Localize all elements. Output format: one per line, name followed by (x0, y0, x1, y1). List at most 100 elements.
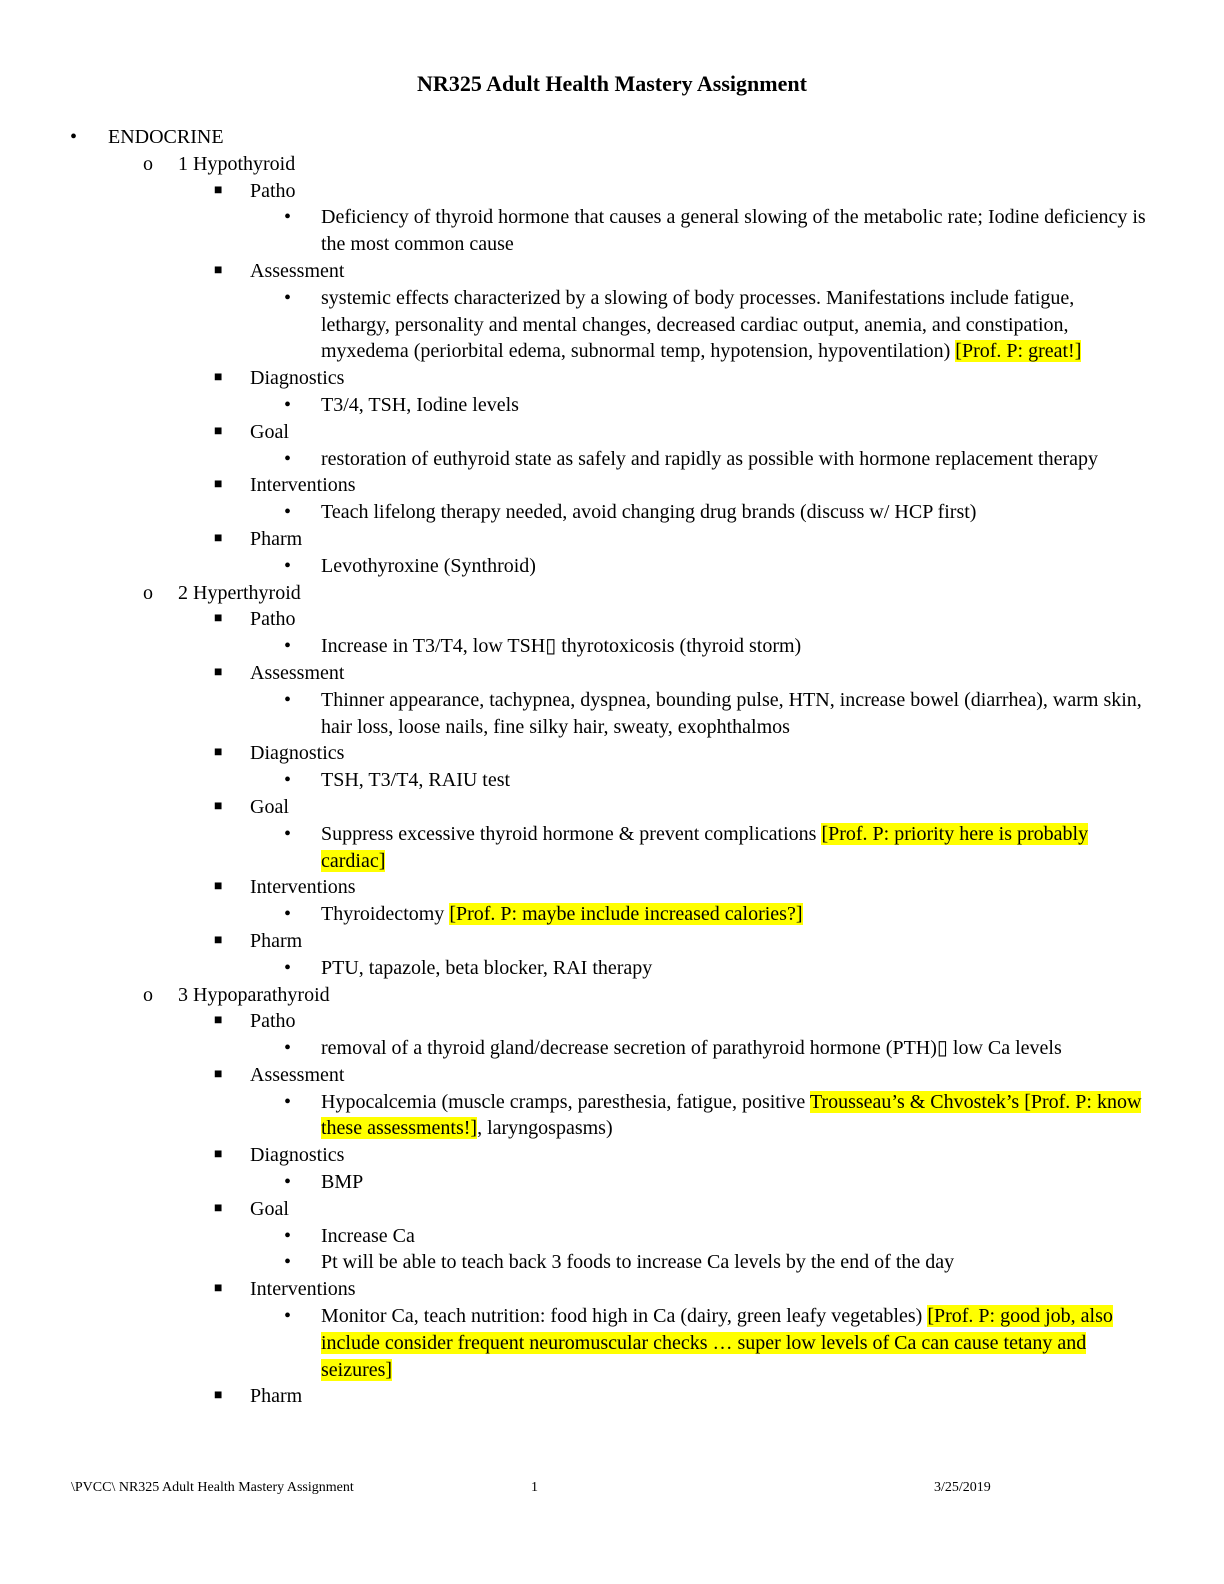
bullet-marker-icon: • (284, 1251, 292, 1274)
bullet-item: • Deficiency of thyroid hormone that caus… (0, 204, 1146, 258)
subsection-heading: ■Interventions (0, 1276, 1224, 1303)
bullet-marker-icon: ■ (214, 1281, 223, 1297)
subsection-heading: ■ Diagnostics (0, 740, 1224, 767)
bullet-marker-icon: o (143, 983, 153, 1006)
item-text: Patho (250, 179, 296, 202)
bullet-marker-icon: • (284, 447, 292, 470)
item-text: Increase in T3/T4, low TSH▯ thyrotoxicos… (321, 635, 802, 658)
item-text: TSH, T3/T4, RAIU test (321, 769, 511, 792)
item-text: BMP (321, 1171, 364, 1194)
item-text: Teach lifelong therapy needed, avoid cha… (321, 501, 977, 524)
bullet-marker-icon: • (284, 1037, 292, 1060)
bullet-marker-icon: • (284, 1171, 292, 1194)
highlighted-comment: [Prof. P: maybe include increased calori… (449, 903, 803, 926)
subsection-heading: ■Diagnostics (0, 1142, 1224, 1169)
item-text: ENDOCRINE (108, 126, 224, 148)
bullet-marker-icon: ■ (214, 1066, 223, 1082)
footer-path: \PVCC\ NR325 Adult Health Mastery Assign… (71, 1480, 354, 1495)
item-text: Diagnostics (250, 367, 345, 390)
topic-heading: o 2 Hyperthyroid (0, 580, 1224, 607)
item-text: Goal (250, 1197, 289, 1220)
bullet-item: • removal of a thyroid gland/decrease sec… (0, 1035, 1146, 1062)
bullet-marker-icon: o (143, 152, 153, 175)
bullet-marker-icon: o (143, 581, 153, 604)
subsection-heading: ■ Goal (0, 419, 1224, 446)
item-text: Pharm (250, 929, 303, 952)
section-heading: •ENDOCRINE (0, 124, 1224, 151)
bullet-marker-icon: ■ (214, 182, 223, 198)
subsection-heading: ■ Pharm (0, 928, 1224, 955)
topic-heading: o 1 Hypothyroid (0, 151, 1224, 178)
bullet-item: • Levothyroxine (Synthroid) (0, 553, 1146, 580)
subsection-heading: ■Assessment (0, 660, 1224, 687)
bullet-marker-icon: ■ (214, 1013, 223, 1029)
bullet-marker-icon: ■ (214, 664, 223, 680)
bullet-item: • TSH, T3/T4, RAIU test (0, 767, 1146, 794)
bullet-marker-icon: • (284, 286, 292, 309)
bullet-marker-icon: ■ (214, 932, 223, 948)
item-text: Hypocalcemia (muscle cramps, paresthesia… (321, 1090, 810, 1113)
bullet-marker-icon: ■ (214, 423, 223, 439)
item-text: Increase Ca (321, 1224, 415, 1247)
item-text: Thyroidectomy (321, 903, 450, 926)
item-text: removal of a thyroid gland/decrease secr… (321, 1037, 1062, 1060)
bullet-item: •Increase Ca (0, 1223, 1146, 1250)
bullet-item: • Teach lifelong therapy needed, avoid ch… (0, 499, 1146, 526)
bullet-marker-icon: ■ (214, 611, 223, 627)
bullet-marker-icon: ■ (214, 1147, 223, 1163)
bullet-marker-icon: ■ (214, 745, 223, 761)
bullet-item: •Hypocalcemia (muscle cramps, paresthesi… (0, 1089, 1146, 1143)
item-text: Diagnostics (250, 742, 345, 765)
bullet-item: • Pt will be able to teach back 3 foods t… (0, 1249, 1146, 1276)
item-text: Goal (250, 795, 289, 818)
item-text: 1 Hypothyroid (178, 152, 296, 175)
bullet-marker-icon: ■ (214, 879, 223, 895)
subsection-heading: ■ Goal (0, 1196, 1224, 1223)
subsection-heading: ■ Patho (0, 1008, 1224, 1035)
bullet-marker-icon: • (284, 769, 292, 792)
subsection-heading: ■ Interventions (0, 874, 1224, 901)
item-text: Deficiency of thyroid hormone that cause… (321, 206, 1146, 256)
bullet-marker-icon: • (284, 393, 292, 416)
item-text: Pt will be able to teach back 3 foods to… (321, 1251, 955, 1274)
bullet-marker-icon: • (284, 903, 292, 926)
item-text: 2 Hyperthyroid (178, 581, 301, 604)
bullet-item: •T3/4, TSH, Iodine levels (0, 392, 1146, 419)
bullet-marker-icon: • (284, 206, 292, 229)
item-text: Patho (250, 608, 296, 631)
bullet-marker-icon: • (284, 554, 292, 577)
bullet-marker-icon: • (284, 635, 292, 658)
bullet-marker-icon: ■ (214, 1200, 223, 1216)
subsection-heading: ■Interventions (0, 472, 1224, 499)
item-text: Patho (250, 1010, 296, 1033)
item-text: Levothyroxine (Synthroid) (321, 554, 536, 577)
bullet-marker-icon: • (284, 822, 292, 845)
bullet-marker-icon: ■ (214, 798, 223, 814)
subsection-heading: ■ Patho (0, 606, 1224, 633)
bullet-item: • BMP (0, 1169, 1146, 1196)
subsection-heading: ■ Pharm (0, 1383, 1224, 1410)
item-text: Interventions (250, 876, 356, 899)
bullet-marker-icon: ■ (214, 1388, 223, 1404)
bullet-marker-icon: ■ (214, 262, 223, 278)
item-text: , laryngospasms) (477, 1117, 613, 1140)
item-text: Suppress excessive thyroid hormone & pre… (321, 822, 822, 845)
topic-heading: o 3 Hypoparathyroid (0, 982, 1224, 1009)
item-text: 3 Hypoparathyroid (178, 983, 330, 1006)
bullet-item: • Increase in T3/T4, low TSH▯ thyrotoxico… (0, 633, 1146, 660)
bullet-marker-icon: • (284, 501, 292, 524)
subsection-heading: ■ Assessment (0, 1062, 1224, 1089)
item-text: Pharm (250, 527, 303, 550)
bullet-marker-icon: • (284, 688, 292, 711)
item-text: PTU, tapazole, beta blocker, RAI therapy (321, 956, 653, 979)
item-text: Goal (250, 420, 289, 443)
bullet-marker-icon: • (284, 956, 292, 979)
subsection-heading: ■Assessment (0, 258, 1224, 285)
bullet-marker-icon: ■ (214, 477, 223, 493)
item-text: Assessment (250, 1063, 345, 1086)
bullet-marker-icon: • (284, 1305, 292, 1328)
item-text: restoration of euthyroid state as safely… (321, 447, 1098, 470)
bullet-marker-icon: ■ (214, 530, 223, 546)
item-text: Pharm (250, 1385, 303, 1408)
